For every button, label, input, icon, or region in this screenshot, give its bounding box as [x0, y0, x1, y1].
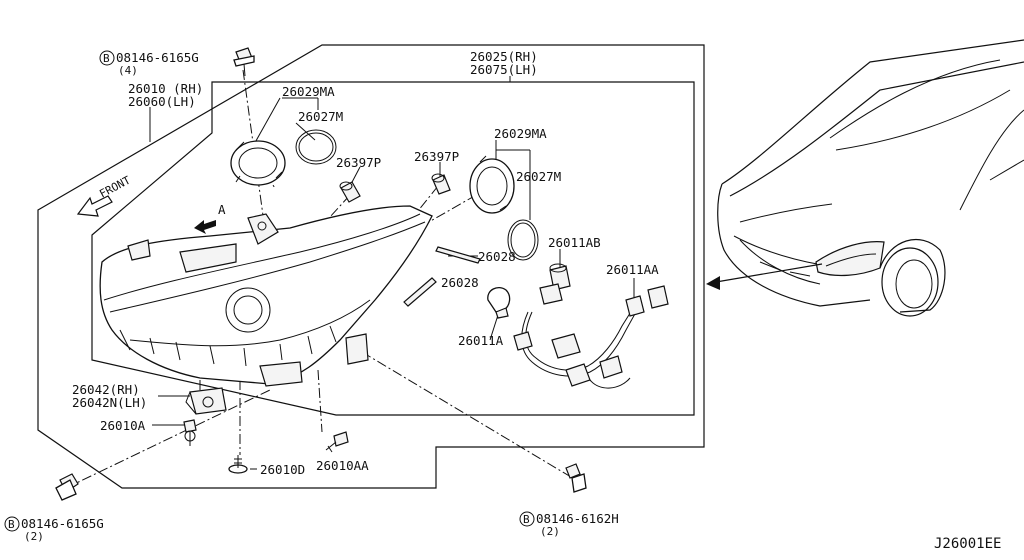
- b-mark-top-text: B: [103, 52, 110, 65]
- label-bolt-top-qty: (4): [118, 64, 138, 77]
- part-labels: B 08146-6165G (4) 26010 (RH) 26060(LH) 2…: [4, 49, 1001, 552]
- label-cap-ma-left: 26029MA: [282, 84, 335, 99]
- label-bulb-a: 26011A: [458, 333, 504, 348]
- socket-26397p-left: [339, 181, 361, 203]
- label-bracket-rh: 26042(RH): [72, 382, 140, 397]
- oring-26027m-left-inner: [298, 132, 334, 162]
- front-label: FRONT: [97, 173, 133, 200]
- label-assy-lh: 26060(LH): [128, 94, 196, 109]
- label-oring-left: 26027M: [298, 109, 343, 124]
- label-bolt-bl: 08146-6165G: [21, 516, 104, 531]
- bulb-26011a: [487, 286, 511, 319]
- oring-26027m-left: [295, 129, 337, 165]
- label-bolt-top: 08146-6165G: [116, 50, 199, 65]
- view-a-arrow-icon: [194, 220, 216, 234]
- diagram-code: J26001EE: [934, 536, 1001, 552]
- label-bulb-ab: 26011AB: [548, 235, 601, 250]
- oring-26027m-right: [507, 219, 539, 261]
- b-mark-bl: [4, 516, 20, 532]
- label-screw-aa: 26010AA: [316, 458, 369, 473]
- screw-26010aa: [325, 431, 349, 453]
- label-bolt-br: 08146-6162H: [536, 511, 619, 526]
- label-bracket-lh: 26042N(LH): [72, 395, 147, 410]
- label-kit-rh: 26025(RH): [470, 49, 538, 64]
- b-mark-top: [99, 50, 115, 66]
- view-a-label: A: [218, 202, 226, 217]
- car-pointer-arrow: [706, 263, 823, 290]
- bolt-bottom-right: [565, 463, 587, 493]
- harness-26011aa: [513, 285, 669, 389]
- b-mark-br-text: B: [523, 513, 530, 526]
- clip-26028-upper: [435, 246, 481, 264]
- socket-26397p-right: [431, 173, 451, 195]
- screw-26010d: [228, 455, 248, 474]
- screw-26010a: [183, 419, 197, 446]
- bolt-top: [233, 47, 255, 77]
- b-mark-br: [519, 511, 535, 527]
- label-bolt-bl-qty: (2): [24, 530, 44, 543]
- cap-26029ma-left: [230, 140, 286, 186]
- label-cap-ma-right: 26029MA: [494, 126, 547, 141]
- bracket-26042: [185, 387, 227, 415]
- label-screw-a: 26010A: [100, 418, 146, 433]
- oring-26027m-right-inner: [510, 222, 536, 258]
- inner-kit-border: [91, 81, 695, 416]
- car-illustration: [717, 39, 1024, 317]
- label-harness-aa: 26011AA: [606, 262, 659, 277]
- label-assy-rh: 26010 (RH): [128, 81, 203, 96]
- label-socket-right: 26397P: [414, 149, 459, 164]
- front-arrow-icon: [76, 195, 113, 217]
- outer-kit-border: [37, 44, 705, 489]
- label-socket-left: 26397P: [336, 155, 381, 170]
- label-clip-upper: 26028: [478, 249, 516, 264]
- b-mark-bl-text: B: [8, 518, 15, 531]
- label-kit-lh: 26075(LH): [470, 62, 538, 77]
- clip-26028-lower: [403, 277, 437, 307]
- headlamp-housing: [99, 205, 433, 387]
- label-clip-lower: 26028: [441, 275, 479, 290]
- label-screw-d: 26010D: [260, 462, 305, 477]
- label-oring-right: 26027M: [516, 169, 561, 184]
- label-bolt-br-qty: (2): [540, 525, 560, 538]
- bolt-bottom-left: [55, 473, 79, 501]
- cap-26029ma-right: [469, 155, 515, 214]
- bulb-26011ab: [539, 263, 571, 305]
